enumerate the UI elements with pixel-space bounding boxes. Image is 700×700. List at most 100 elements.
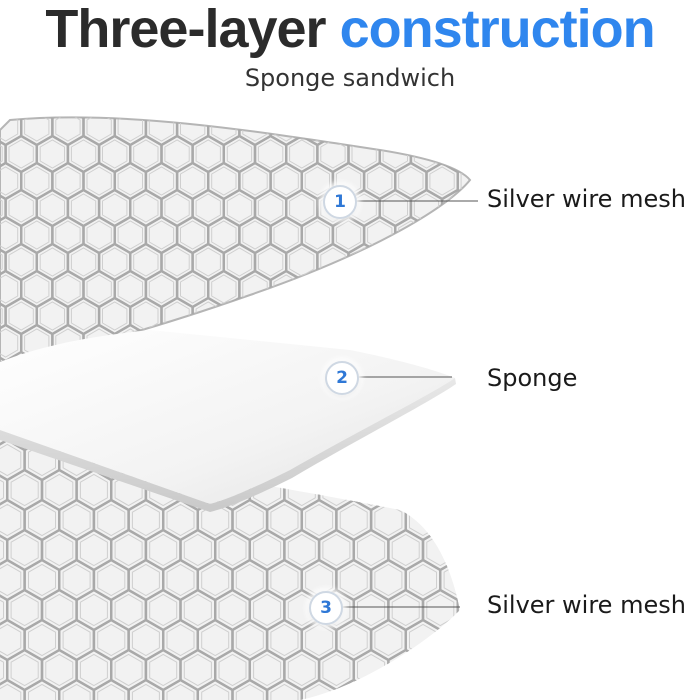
mesh-cell-inner	[166, 683, 195, 700]
mesh-cell-inner	[114, 653, 143, 687]
mesh-cell	[421, 648, 459, 692]
mesh-cell-inner	[97, 503, 126, 537]
mesh-cell-inner	[367, 166, 393, 196]
mesh-cell-inner	[117, 117, 143, 142]
mesh-cell-inner	[443, 503, 460, 537]
mesh-cell-inner	[429, 328, 455, 358]
mesh-cell-inner	[0, 593, 4, 627]
mesh-cell-inner	[374, 443, 403, 477]
mesh-cell	[362, 117, 397, 147]
mesh-cell-inner	[398, 328, 424, 358]
mesh-cell-inner	[382, 247, 408, 277]
mesh-cell-inner	[351, 301, 377, 331]
mesh-cell-inner	[24, 220, 50, 250]
mesh-cell-inner	[339, 683, 368, 700]
mesh-cell-inner	[270, 503, 299, 537]
mesh-cell-inner	[374, 683, 403, 700]
mesh-cell-inner	[357, 593, 386, 627]
mesh-cell	[331, 269, 366, 309]
mesh-cell	[404, 678, 442, 700]
mesh-cell-inner	[322, 533, 351, 567]
mesh-cell-inner	[0, 193, 3, 223]
mesh-cell-inner	[413, 247, 440, 277]
mesh-cell	[409, 117, 444, 120]
mesh-cell-inner	[10, 593, 39, 627]
mesh-cell-inner	[133, 193, 159, 223]
mesh-cell-inner	[374, 503, 403, 537]
mesh-cell	[425, 323, 459, 362]
mesh-cell-inner	[409, 563, 437, 597]
mesh-cell	[191, 117, 225, 120]
mesh-cell-inner	[70, 193, 97, 223]
mesh-cell-inner	[114, 533, 143, 567]
mesh-cell-inner	[28, 623, 56, 657]
mesh-cell-inner	[226, 247, 253, 277]
mesh-cell-inner	[287, 533, 316, 567]
mesh-cell-inner	[45, 533, 74, 567]
mesh-cell	[378, 296, 413, 336]
mesh-cell-inner	[367, 117, 393, 142]
mesh-cell-inner	[0, 443, 22, 477]
mesh-cell-inner	[374, 623, 403, 657]
mesh-cell-inner	[0, 247, 3, 277]
mesh-cell-inner	[0, 328, 19, 358]
mesh-cell-inner	[335, 220, 362, 250]
mesh-cell-inner	[270, 623, 299, 657]
mesh-cell-inner	[79, 653, 108, 687]
mesh-cell	[456, 269, 470, 309]
page-title: Three-layer construction	[0, 0, 700, 62]
mesh-cell-inner	[270, 683, 299, 700]
mesh-cell-inner	[257, 139, 284, 169]
mesh-cell	[394, 269, 428, 309]
mesh-cell-inner	[10, 473, 39, 507]
mesh-cell-inner	[0, 683, 22, 700]
mesh-cell-inner	[97, 683, 126, 700]
mesh-cell-inner	[195, 193, 221, 223]
mesh-cell	[456, 117, 470, 147]
mesh-cell-inner	[102, 247, 128, 277]
mesh-cell-inner	[391, 593, 420, 627]
mesh-cell-inner	[357, 473, 386, 507]
mesh-cell-inner	[201, 623, 230, 657]
mesh-cell-inner	[131, 683, 160, 700]
mesh-cell-inner	[24, 117, 50, 142]
mesh-cell-inner	[0, 653, 4, 687]
mesh-cell-inner	[460, 166, 470, 196]
bottom-mesh-layer	[0, 440, 460, 700]
mesh-cell-inner	[0, 139, 3, 169]
mesh-cell	[129, 117, 163, 120]
top-mesh-layer	[0, 86, 472, 364]
mesh-cell-inner	[183, 593, 212, 627]
mesh-cell-inner	[166, 623, 195, 657]
mesh-cell-inner	[235, 503, 264, 537]
subtitle: Sponge sandwich	[244, 64, 456, 92]
mesh-cell-inner	[39, 247, 65, 277]
mesh-cell-inner	[71, 86, 95, 114]
mesh-cell-inner	[0, 623, 22, 657]
mesh-cell	[378, 117, 413, 120]
mesh-cell	[425, 117, 459, 147]
mesh-cell-inner	[304, 117, 330, 142]
mesh-cell-inner	[304, 274, 330, 304]
mesh-cell	[160, 117, 194, 120]
mesh-cell-inner	[97, 623, 126, 657]
mesh-cell-inner	[28, 503, 56, 537]
mesh-cell	[440, 296, 470, 336]
mesh-cell-inner	[28, 563, 56, 597]
layer-2-badge: 2	[325, 361, 359, 395]
mesh-cell-inner	[391, 653, 420, 687]
mesh-cell-inner	[149, 593, 178, 627]
mesh-cell-inner	[55, 274, 81, 304]
mesh-cell	[425, 269, 459, 309]
mesh-cell-inner	[24, 274, 50, 304]
mesh-cell-inner	[211, 166, 237, 196]
mesh-cell-inner	[429, 117, 455, 142]
mesh-cell-inner	[62, 623, 91, 657]
mesh-cell-inner	[398, 117, 424, 142]
mesh-cell	[440, 242, 470, 282]
mesh-cell-inner	[235, 563, 264, 597]
mesh-cell	[362, 269, 397, 309]
mesh-cell-inner	[166, 503, 195, 537]
mesh-cell-inner	[374, 563, 403, 597]
mesh-cell-inner	[235, 623, 264, 657]
